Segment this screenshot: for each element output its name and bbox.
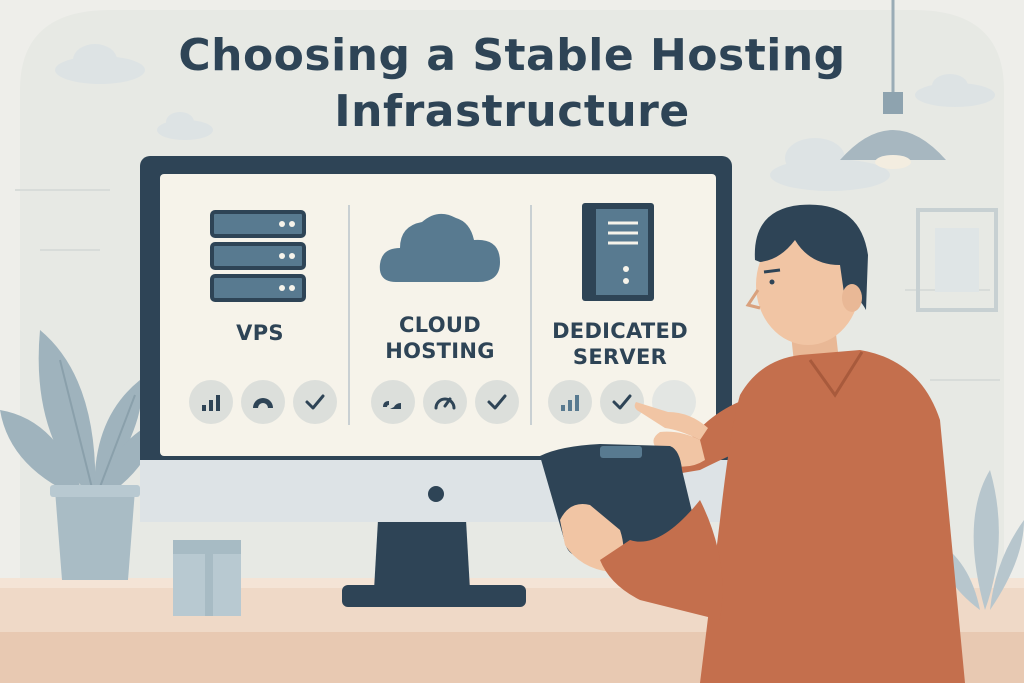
gauge-icon [253, 398, 273, 408]
option-label-dedicated-server[interactable]: DEDICATED SERVER [540, 318, 700, 370]
indicator-badge [600, 380, 644, 424]
indicator-badge [548, 380, 592, 424]
server-stack-icon [210, 210, 306, 302]
cloud-icon [379, 213, 500, 282]
low-gauge-icon [383, 401, 401, 409]
page-title-line-1: Choosing a Stable Hosting [178, 30, 846, 81]
indicator-badge [241, 380, 285, 424]
checkmark-icon [612, 394, 632, 410]
option-label-vps[interactable]: VPS [205, 320, 315, 346]
option-label-line-2: SERVER [572, 345, 668, 369]
indicator-badge [475, 380, 519, 424]
checkmark-icon [305, 394, 325, 410]
page-title-line-2: Infrastructure [334, 86, 690, 137]
speedometer-icon [434, 397, 456, 410]
option-label-cloud-hosting[interactable]: CLOUD HOSTING [370, 312, 510, 364]
checkmark-icon [487, 394, 507, 410]
signal-bars-icon [202, 395, 220, 411]
option-label-line-1: CLOUD [399, 313, 481, 337]
indicator-badge [293, 380, 337, 424]
option-label-line-2: HOSTING [385, 339, 495, 363]
option-label-line-1: VPS [236, 321, 284, 345]
option-label-line-1: DEDICATED [552, 319, 688, 343]
indicator-badge [189, 380, 233, 424]
indicator-badge [371, 380, 415, 424]
signal-bars-icon [561, 395, 579, 411]
server-tower-icon [582, 203, 654, 301]
indicator-badge [423, 380, 467, 424]
